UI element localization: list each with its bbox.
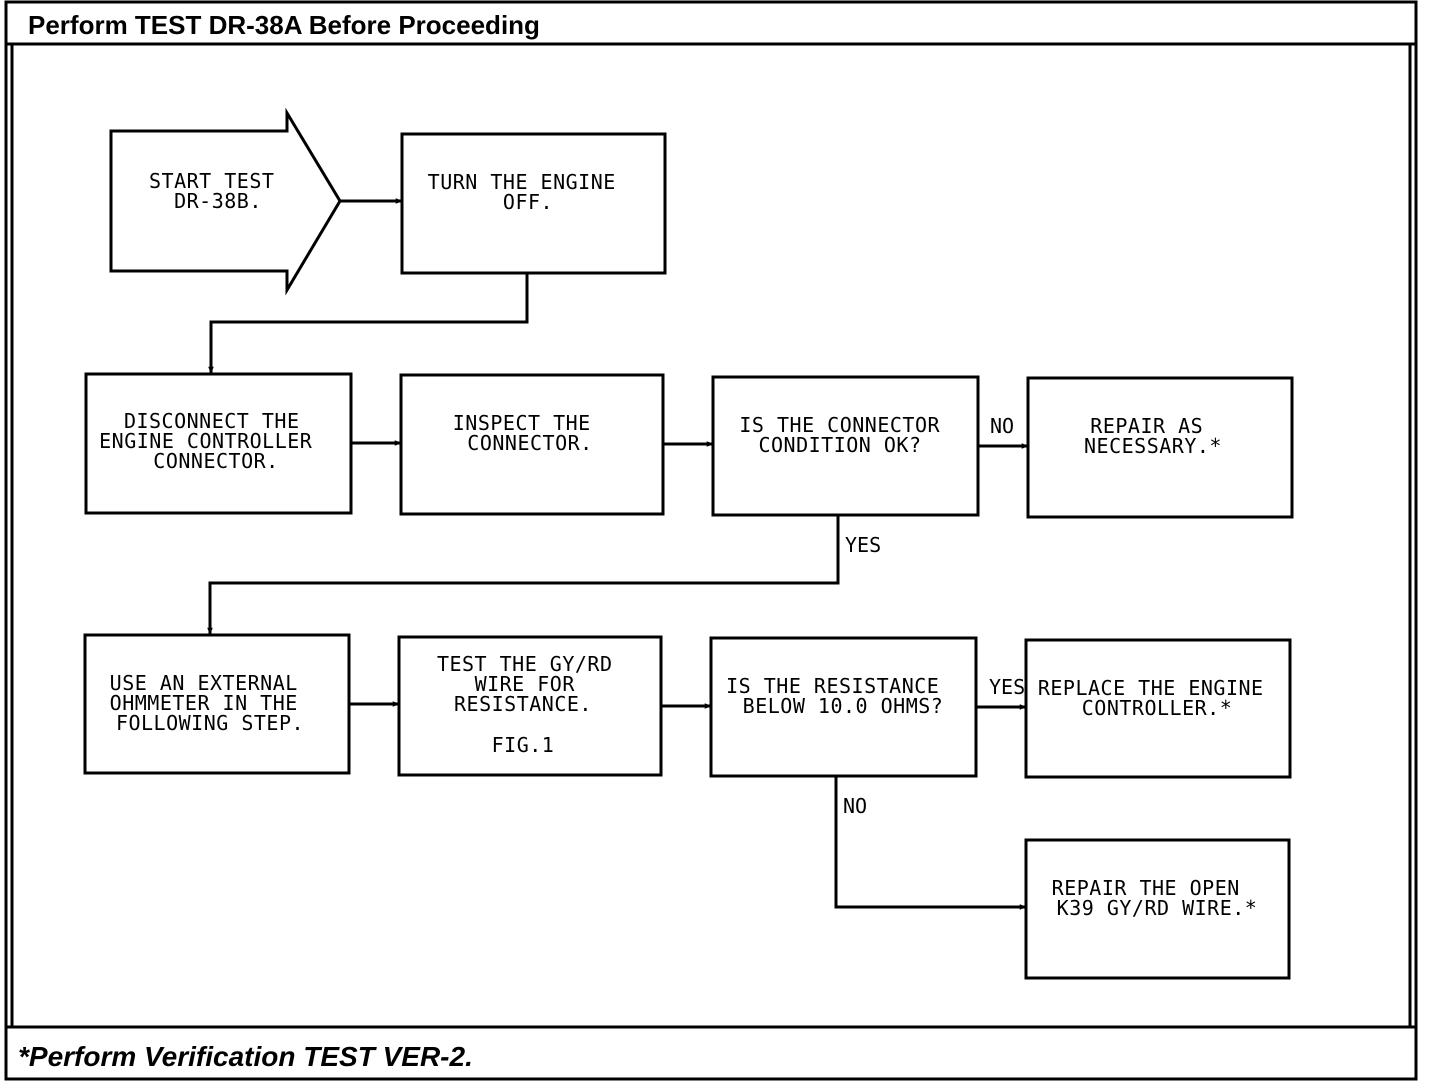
disconnect-connector-text: DISCONNECT THE ENGINE CONTROLLER CONNECT… — [99, 409, 325, 473]
disconnect-connector-box — [84, 372, 353, 515]
repair-as-necessary-box — [1026, 376, 1294, 519]
page-title: Perform TEST DR-38A Before Proceeding — [28, 10, 540, 40]
footer-note: *Perform Verification TEST VER-2. — [18, 1041, 473, 1072]
repair-open-wire-text: REPAIR THE OPEN K39 GY/RD WIRE.* — [1052, 876, 1258, 920]
replace-controller-text: REPLACE THE ENGINE CONTROLLER.* — [1038, 676, 1276, 720]
arrow-turn-off-to-disconnect — [208, 273, 529, 374]
resistance-no-label: NO — [843, 794, 867, 818]
resistance-question-box — [709, 636, 978, 778]
inspect-connector-box — [399, 373, 665, 516]
resistance-yes-label: YES — [989, 675, 1025, 699]
start-arrow-shape — [109, 107, 342, 296]
arrow-connector-yes — [207, 515, 840, 635]
resistance-question-text: IS THE RESISTANCE BELOW 10.0 OHMS? — [726, 674, 952, 718]
outer-frame — [4, 0, 1418, 1081]
figure-reference: FIG.1 — [492, 733, 555, 757]
replace-controller-box — [1024, 638, 1292, 779]
connector-yes-label: YES — [845, 533, 881, 557]
turn-engine-off-box — [400, 132, 667, 275]
arrow-resistance-no — [834, 776, 1027, 910]
repair-open-wire-box — [1024, 838, 1291, 980]
connector-condition-question-text: IS THE CONNECTOR CONDITION OK? — [739, 413, 952, 457]
connector-condition-question-box — [711, 375, 980, 517]
test-wire-resistance-box — [397, 635, 663, 777]
repair-as-necessary-text: REPAIR AS NECESSARY.* — [1084, 414, 1222, 458]
use-ohmmeter-box — [83, 633, 351, 775]
use-ohmmeter-text: USE AN EXTERNAL OHMMETER IN THE FOLLOWIN… — [110, 671, 311, 735]
test-wire-resistance-text: TEST THE GY/RD WIRE FOR RESISTANCE. — [437, 652, 625, 716]
turn-engine-off-text: TURN THE ENGINE OFF. — [428, 170, 629, 214]
inspect-connector-text: INSPECT THE CONNECTOR. — [453, 411, 604, 455]
connector-no-label: NO — [990, 414, 1014, 438]
start-text: START TEST DR-38B. — [149, 169, 287, 213]
